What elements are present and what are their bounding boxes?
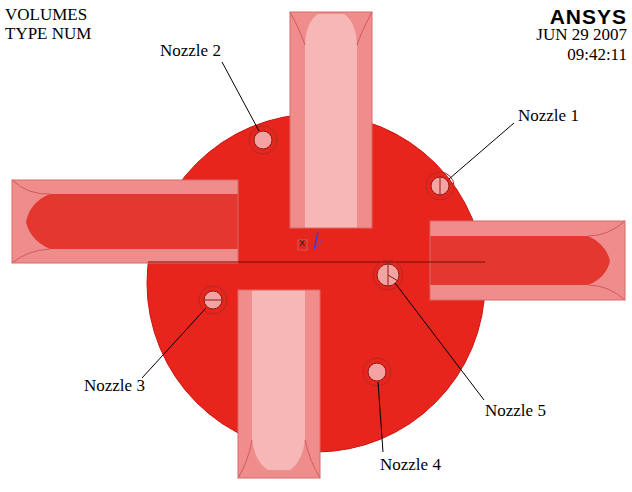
time-stamp: 09:42:11	[567, 46, 627, 65]
view-title: VOLUMES	[5, 6, 87, 25]
blade	[290, 12, 372, 228]
blade	[238, 290, 320, 478]
blade	[430, 221, 625, 300]
view-subtitle: TYPE NUM	[5, 25, 91, 44]
nozzle-label: Nozzle 1	[518, 107, 579, 126]
date-stamp: JUN 29 2007	[536, 26, 627, 45]
leader-line	[142, 62, 514, 452]
nozzle-label: Nozzle 3	[84, 377, 145, 396]
axis-label: X	[299, 239, 305, 249]
nozzle-label: Nozzle 4	[380, 456, 441, 475]
nozzle-label: Nozzle 2	[160, 42, 221, 61]
software-logo: ANSYS	[550, 5, 627, 28]
axis-triad	[298, 232, 322, 250]
nozzle-label: Nozzle 5	[485, 402, 546, 421]
blade	[12, 180, 238, 263]
nozzle	[199, 126, 454, 386]
section-line	[148, 261, 485, 262]
